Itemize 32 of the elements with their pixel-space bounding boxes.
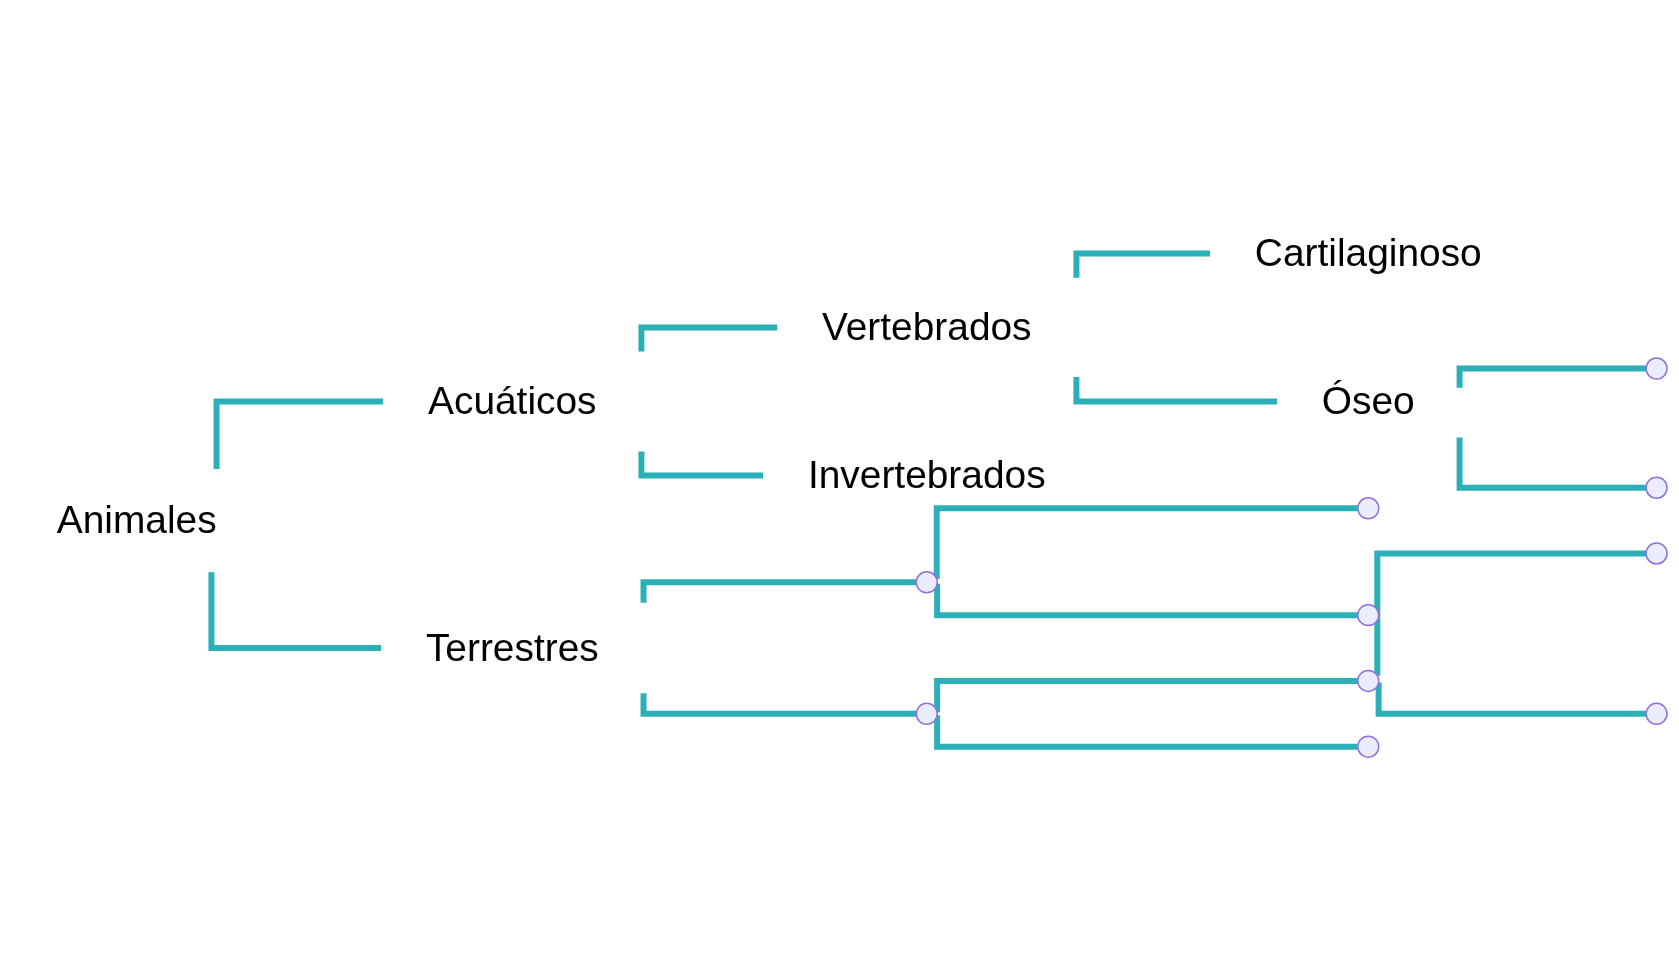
connector xyxy=(638,451,764,479)
node-text: Vertebrados xyxy=(821,304,1032,350)
node-point xyxy=(1357,669,1380,693)
node-text: Animales xyxy=(56,497,217,543)
connector xyxy=(1456,437,1647,491)
node-point xyxy=(915,571,938,594)
connector xyxy=(208,572,382,652)
node-point xyxy=(1357,497,1380,520)
node-point xyxy=(1645,357,1668,380)
connector xyxy=(1073,376,1277,405)
connector xyxy=(640,693,917,717)
node-point xyxy=(915,702,938,725)
node-text: Cartilaginoso xyxy=(1254,230,1482,276)
node-text: Invertebrados xyxy=(807,452,1046,498)
node-point xyxy=(1645,542,1668,565)
connector xyxy=(638,324,778,352)
node-point xyxy=(1357,603,1380,627)
connector xyxy=(934,715,1358,750)
connector xyxy=(213,398,384,470)
connector xyxy=(934,677,1358,713)
node-point xyxy=(1357,735,1380,758)
connector xyxy=(640,579,917,603)
node-text: Acuáticos xyxy=(428,378,597,424)
node-text: Óseo xyxy=(1321,378,1415,424)
connector xyxy=(934,583,1358,619)
node-point xyxy=(1645,476,1668,499)
connector xyxy=(1456,365,1647,388)
node-text: Terrestres xyxy=(425,624,599,670)
node-point xyxy=(1645,702,1668,725)
connector xyxy=(933,505,1358,579)
connector xyxy=(1374,550,1647,676)
connector xyxy=(1375,682,1647,717)
